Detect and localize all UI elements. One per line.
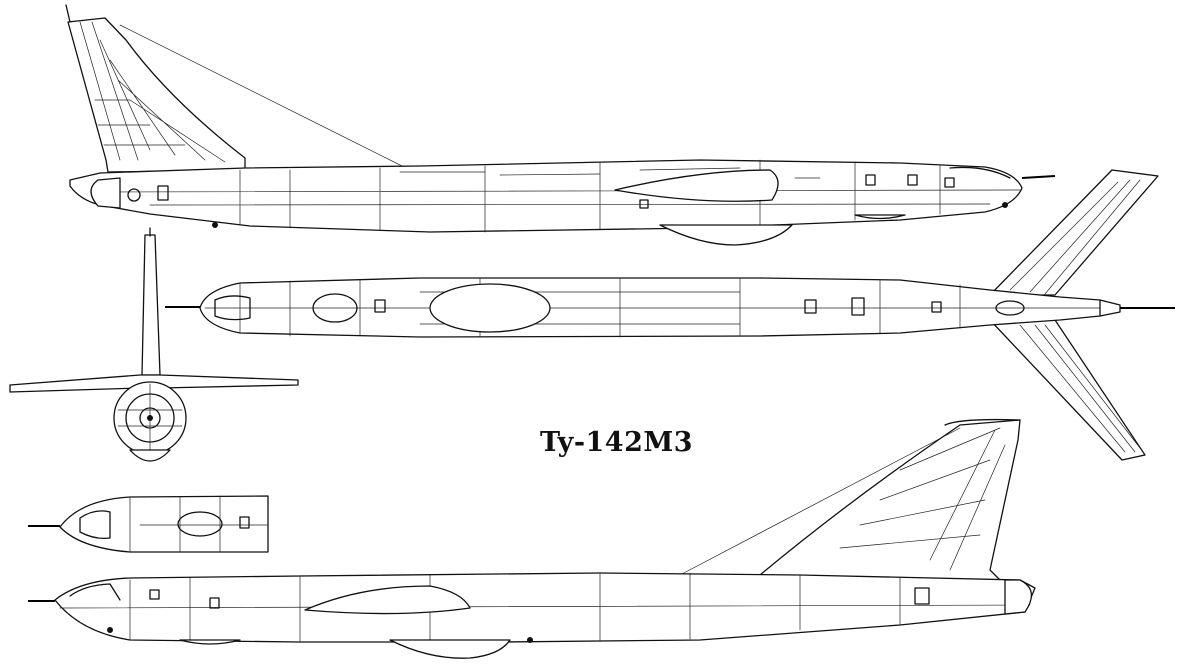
nose-detail-view: [28, 496, 268, 552]
side-view-upper: [66, 5, 1055, 245]
front-view: [10, 228, 298, 461]
plan-view: [165, 170, 1175, 460]
aircraft-title: Ty-142M3: [540, 427, 694, 458]
side-view-lower: [28, 420, 1035, 659]
